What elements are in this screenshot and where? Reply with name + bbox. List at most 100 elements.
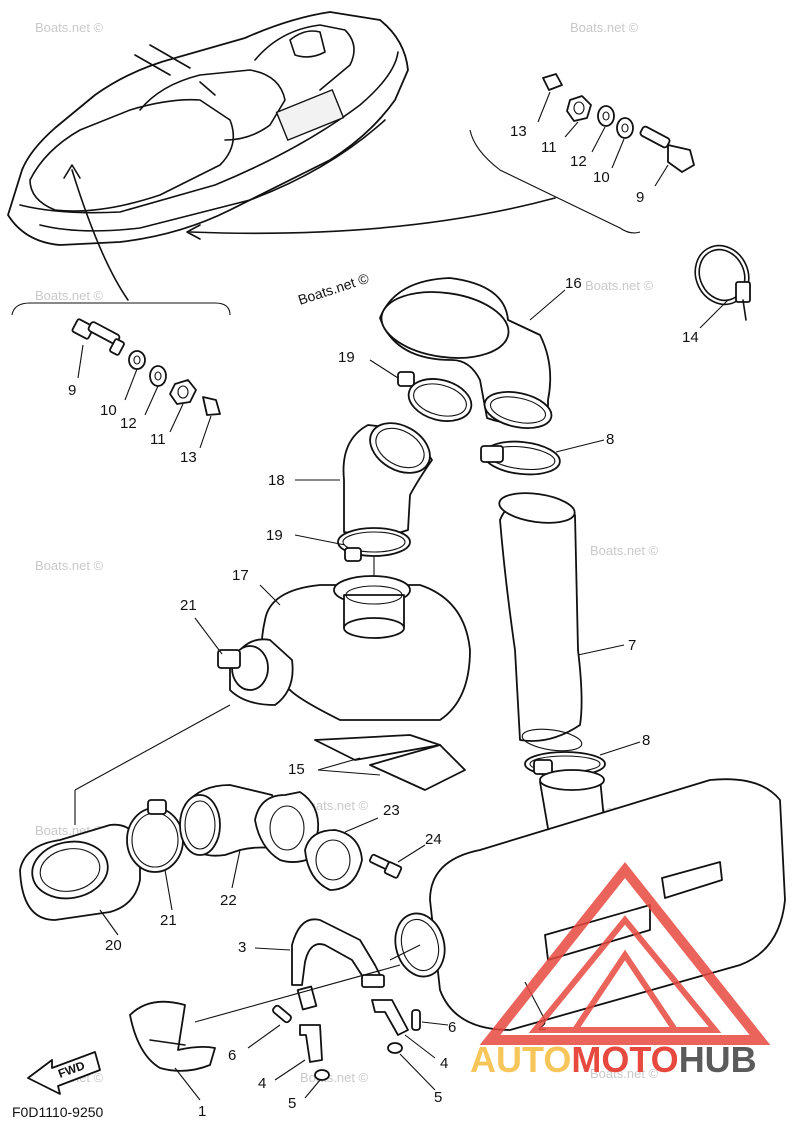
hose-clamp-8-upper: [480, 439, 605, 476]
exhaust-hose-7: [498, 492, 625, 752]
part-label-16: 16: [565, 275, 582, 292]
washer-5-right: [387, 1042, 403, 1054]
watermark-text: Boats.net ©: [300, 798, 369, 813]
bracket-set-right: [371, 999, 449, 1091]
clip-13-left: [202, 396, 221, 416]
elbow-hose-18: [295, 422, 433, 537]
part-label-18: 18: [268, 472, 285, 489]
flange-gasket-set: [254, 791, 426, 891]
watercraft-illustration: [7, 11, 409, 246]
bolt-9-left: [71, 318, 125, 356]
washer-12-left: [149, 365, 167, 387]
mount-rubber-1: [129, 964, 401, 1101]
part-label-22: 22: [220, 892, 237, 909]
nut-11-left: [169, 379, 197, 405]
gasket-23: [304, 829, 363, 891]
watermark-text: Boats.net ©: [300, 1070, 369, 1085]
watermark-main: Boats.net ©: [296, 270, 371, 308]
callout-line: [71, 169, 129, 301]
watermark-text: Boats.net ©: [570, 20, 639, 35]
diagram-code: F0D1110-9250: [12, 1104, 104, 1120]
joint-hose-16: [379, 277, 566, 429]
part-label-19: 19: [266, 527, 283, 544]
pads-15: [314, 734, 466, 791]
part-label-13: 13: [510, 123, 527, 140]
bolt-6-right: [411, 1009, 421, 1031]
water-lock-17: [194, 575, 471, 721]
band-clamp-14: [694, 244, 751, 329]
washer-10-right: [616, 117, 634, 139]
watermark-text: Boats.net ©: [590, 543, 659, 558]
callout-arrowhead: [63, 164, 81, 179]
watermark-text: Boats.net ©: [585, 278, 654, 293]
part-label-1: 1: [198, 1103, 206, 1120]
washer-12-right: [597, 105, 615, 127]
automotohub-logo: AUTOMOTOHUB: [470, 861, 771, 1080]
part-label-13: 13: [180, 449, 197, 466]
part-label-4: 4: [258, 1075, 266, 1092]
logo-text-moto: MOTO: [571, 1039, 678, 1080]
logo-text: AUTOMOTOHUB: [470, 1039, 757, 1080]
part-label-14: 14: [682, 329, 699, 346]
part-label-21: 21: [160, 912, 177, 929]
part-label-3: 3: [238, 939, 246, 956]
callout-bracket: [469, 129, 641, 234]
part-label-10: 10: [593, 169, 610, 186]
bracket-set-left: [247, 1004, 330, 1099]
part-number-labels: 9 10 12 11 13 13 11 12 10 9 14 16 19 8 1…: [68, 123, 699, 1120]
hose-clamp-19-upper: [369, 359, 473, 422]
part-label-20: 20: [105, 937, 122, 954]
watermark-text: Boats.net ©: [35, 288, 104, 303]
part-label-15: 15: [288, 761, 305, 778]
left-hardware-set: [71, 318, 221, 449]
bolt-24: [369, 853, 403, 879]
part-label-6: 6: [448, 1019, 456, 1036]
part-label-24: 24: [425, 831, 442, 848]
part-label-10: 10: [100, 402, 117, 419]
watermark-text: Boats.net ©: [35, 20, 104, 35]
bolt-9-right: [639, 125, 695, 173]
washer-10-left: [128, 350, 146, 370]
logo-emblem: [479, 861, 771, 1045]
bolt-6-left: [272, 1004, 292, 1024]
part-label-23: 23: [383, 802, 400, 819]
part-label-12: 12: [120, 415, 137, 432]
right-mount-callout: [186, 129, 641, 240]
part-label-12: 12: [570, 153, 587, 170]
watermark-text: Boats.net ©: [35, 558, 104, 573]
part-label-8: 8: [642, 732, 650, 749]
part-label-5: 5: [288, 1095, 296, 1112]
logo-triangle-outer: [479, 861, 771, 1045]
part-label-21: 21: [180, 597, 197, 614]
clip-21-upper: [217, 649, 241, 669]
fwd-arrow: FWD: [27, 1051, 101, 1095]
hose-clamp-19-lower: [294, 527, 411, 585]
watermark-text: Boats.net ©: [590, 1066, 659, 1081]
nut-11-right: [566, 95, 592, 122]
clip-13-right: [542, 73, 563, 91]
bracket-strap-3: [254, 918, 421, 1011]
part-label-4: 4: [440, 1055, 448, 1072]
part-label-9: 9: [68, 382, 76, 399]
left-mount-callout: [11, 164, 231, 316]
part-label-17: 17: [232, 567, 249, 584]
hose-clamp-21-lower: [126, 807, 184, 873]
part-label-19: 19: [338, 349, 355, 366]
callout-arrowhead: [186, 224, 201, 240]
right-hardware-set: [537, 73, 695, 187]
callout-line: [189, 197, 556, 235]
part-label-8: 8: [606, 431, 614, 448]
logo-triangle-inner: [528, 915, 722, 1033]
duct-assembly: [19, 704, 291, 936]
washer-5-left: [314, 1069, 330, 1081]
logo-text-hub: HUB: [679, 1039, 757, 1080]
part-label-7: 7: [628, 637, 636, 654]
part-label-11: 11: [150, 431, 166, 448]
logo-text-auto: AUTO: [470, 1039, 571, 1080]
callout-bracket: [11, 302, 231, 316]
part-label-11: 11: [541, 139, 557, 156]
part-label-6: 6: [228, 1047, 236, 1064]
part-label-5: 5: [434, 1089, 442, 1106]
part-label-9: 9: [636, 189, 644, 206]
